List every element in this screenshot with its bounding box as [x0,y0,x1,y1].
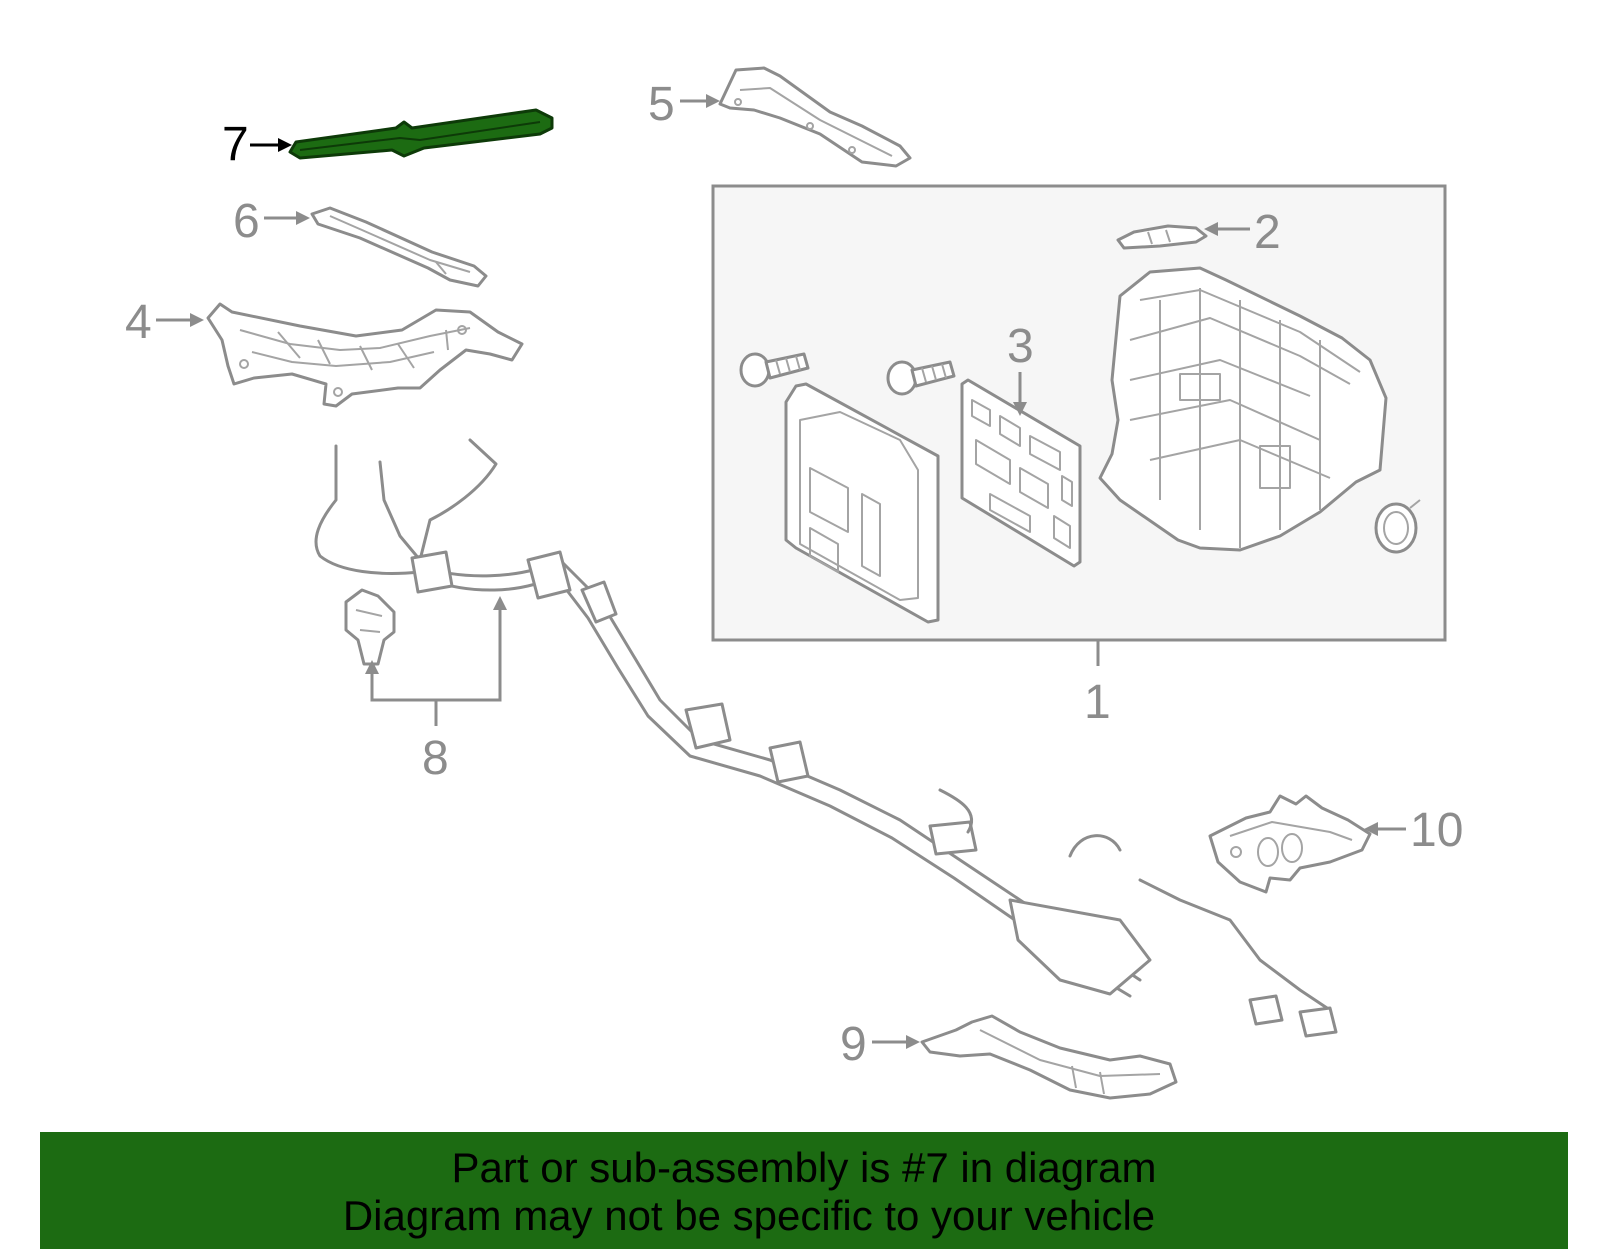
part-4[interactable] [206,302,524,408]
banner-line-2: Diagram may not be specific to your vehi… [342,1192,1156,1239]
callout-5: 5 [648,78,720,131]
callout-9-label: 9 [840,1018,867,1071]
callout-6-label: 6 [233,195,260,248]
part-2[interactable] [1116,224,1208,250]
part-9[interactable] [920,1014,1178,1100]
callout-5-label: 5 [648,78,675,131]
inverter-cover[interactable] [784,382,940,624]
callout-4-label: 4 [125,296,152,349]
wire-harness[interactable] [314,438,1338,1038]
callout-1-label: 1 [1084,676,1111,729]
clamp-ring[interactable] [1374,499,1421,554]
callout-2-label: 2 [1254,206,1281,259]
bolt-left[interactable] [739,352,810,388]
part-7-highlighted[interactable] [288,108,554,160]
callout-3: 3 [1007,320,1034,416]
callout-9: 9 [840,1018,920,1071]
part-10[interactable] [1208,794,1372,894]
part-3[interactable] [960,378,1082,568]
connector-8[interactable] [344,588,396,666]
bolt-middle[interactable] [886,360,956,396]
callout-4: 4 [125,296,204,349]
banner-line-1: Part or sub-assembly is #7 in diagram [451,1144,1157,1191]
callout-8: 8 [365,596,507,785]
part-6[interactable] [310,206,488,288]
part-5[interactable] [718,66,912,168]
callout-3-label: 3 [1007,320,1034,373]
callout-10-label: 10 [1410,804,1463,857]
callout-10: 10 [1364,804,1463,857]
callout-2: 2 [1204,206,1281,259]
callout-8-label: 8 [422,732,449,785]
callout-7: 7 [222,118,292,171]
callout-7-label: 7 [222,118,249,171]
info-banner: Part or sub-assembly is #7 in diagram Di… [40,1132,1568,1249]
callout-6: 6 [233,195,310,248]
inverter-assembly[interactable] [1098,266,1388,552]
